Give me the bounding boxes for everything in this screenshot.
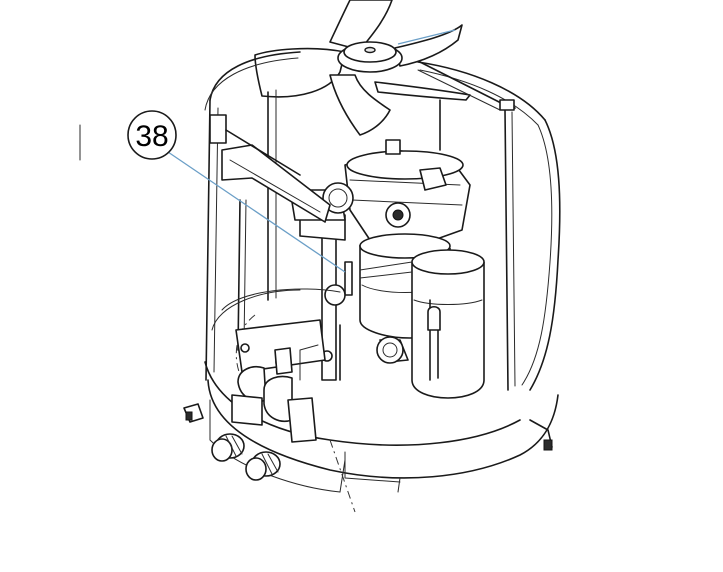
union-fittings <box>211 433 281 481</box>
control-panel <box>235 319 326 375</box>
callout-label: 38 <box>135 120 168 153</box>
callout-leader <box>167 29 456 273</box>
center-axis-line <box>329 439 356 513</box>
fan-assembly <box>254 0 471 136</box>
callout-circle <box>127 110 177 160</box>
drain-plug <box>183 403 204 423</box>
compressor-top <box>344 139 471 246</box>
front-fittings <box>231 344 319 443</box>
callout-38[interactable]: 38 <box>127 110 177 160</box>
compressor-cylinder <box>411 249 485 399</box>
outer-cage <box>204 51 561 391</box>
left-bracket <box>209 114 331 223</box>
